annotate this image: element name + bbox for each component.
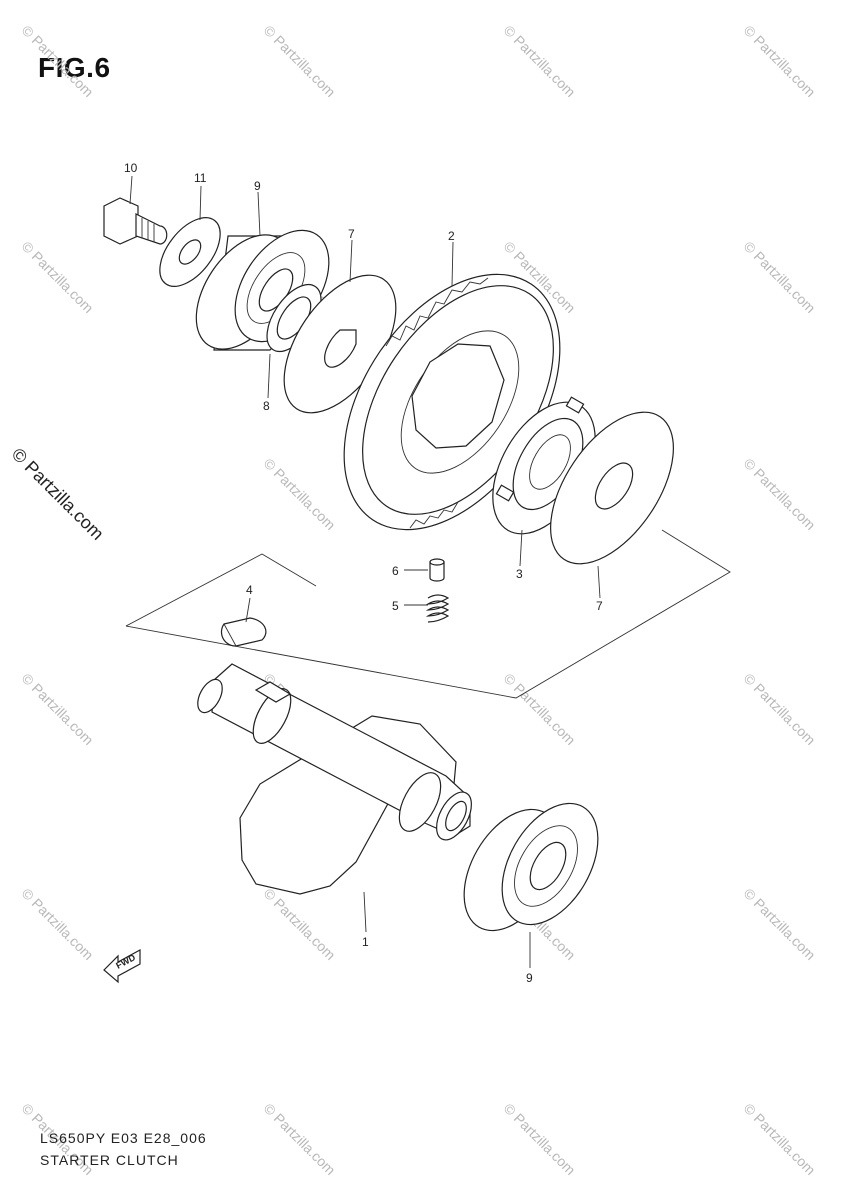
part-11-washer	[159, 217, 221, 287]
callout-8: 8	[263, 399, 270, 413]
part-9-bearing-bottom	[463, 802, 599, 932]
callout-leaders	[129, 175, 601, 968]
callout-11: 11	[194, 171, 207, 185]
callout-1: 1	[362, 935, 369, 949]
part-7-washer-upper	[283, 274, 397, 414]
callout-7-lower: 7	[596, 599, 603, 613]
callout-9-top: 9	[254, 179, 261, 193]
group-name: STARTER CLUTCH	[40, 1152, 179, 1168]
callout-7-upper: 7	[348, 227, 355, 241]
callout-2: 2	[448, 229, 455, 243]
callout-9-bottom: 9	[526, 971, 533, 985]
callout-6: 6	[392, 564, 399, 578]
callout-5: 5	[392, 599, 399, 613]
part-4-key	[220, 617, 267, 647]
callout-4: 4	[246, 583, 253, 597]
part-7-washer-lower	[550, 411, 674, 565]
part-10-bolt	[103, 197, 168, 245]
model-code: LS650PY E03 E28_006	[40, 1130, 207, 1146]
part-6-pin	[429, 558, 445, 582]
assembly-outline	[125, 529, 731, 699]
fwd-arrow-icon: FWD	[103, 948, 141, 984]
callout-3: 3	[516, 567, 523, 581]
callout-10: 10	[124, 161, 138, 175]
part-1-crankshaft	[197, 663, 472, 895]
figure-title: FIG.6	[38, 52, 111, 83]
part-5-spring	[425, 594, 450, 623]
